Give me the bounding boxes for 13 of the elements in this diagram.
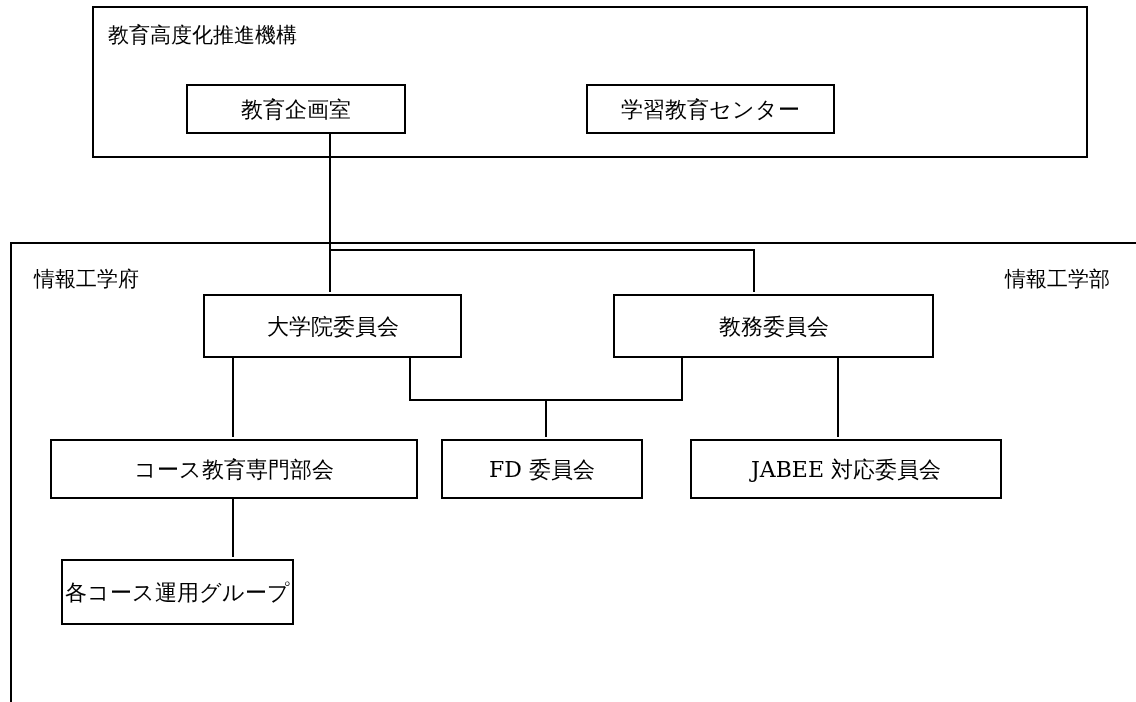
unit-box: 教育企画室 [186,84,406,134]
group-heading: 情報工学府 [34,266,139,293]
unit-box: 大学院委員会 [203,294,462,358]
group-heading: 教育高度化推進機構 [108,22,297,49]
unit-box: 学習教育センター [586,84,835,134]
group-heading: 情報工学部 [1005,266,1110,293]
organization-box [92,6,1088,158]
unit-box: JABEE 対応委員会 [690,439,1002,499]
unit-box: コース教育専門部会 [50,439,418,499]
unit-box: 各コース運用グループ [61,559,294,625]
department-frame [10,242,1136,702]
unit-box: 教務委員会 [613,294,934,358]
unit-box: FD 委員会 [441,439,643,499]
